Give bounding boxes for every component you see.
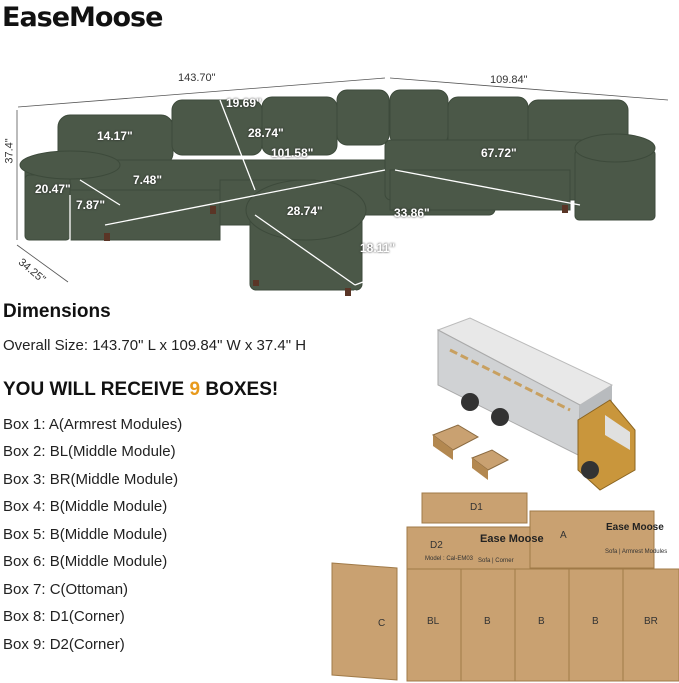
box-model: Model : Cal-EM03 — [425, 556, 474, 562]
overall-size: Overall Size: 143.70" L x 109.84" W x 37… — [3, 337, 307, 354]
dimension-overall-width: 109.84" — [490, 74, 528, 86]
list-item: Box 3: BR(Middle Module) — [3, 471, 179, 488]
list-item: Box 2: BL(Middle Module) — [3, 443, 176, 460]
box-label-b: B — [484, 616, 491, 627]
dimension-ottoman-length: 33.86" — [394, 206, 430, 220]
dimension-short-seat: 67.72" — [481, 146, 517, 160]
box-label-b: B — [538, 616, 545, 627]
list-item: Box 5: B(Middle Module) — [3, 526, 168, 543]
box-brand: Ease Moose — [606, 522, 664, 533]
list-item: Box 8: D1(Corner) — [3, 608, 125, 625]
dimension-long-seat: 101.58" — [271, 146, 314, 160]
list-item: Box 9: D2(Corner) — [3, 636, 125, 653]
box-label-b: B — [592, 616, 599, 627]
box-label-br: BR — [644, 616, 658, 627]
dimension-ottoman-height: 18.11" — [360, 241, 396, 255]
list-item: Box 1: A(Armrest Modules) — [3, 416, 183, 433]
box-sofa-armrest: Sofa | Armrest Modules — [605, 549, 668, 555]
dimension-arm-depth: 7.87" — [76, 198, 106, 212]
dimension-seat-width: 28.74" — [248, 126, 284, 140]
box-brand: Ease Moose — [480, 533, 544, 545]
box-sofa-corner: Sofa | Corner — [478, 558, 514, 564]
dimensions-heading: Dimensions — [3, 301, 111, 322]
list-item: Box 4: B(Middle Module) — [3, 498, 168, 515]
list-item: Box 6: B(Middle Module) — [3, 553, 168, 570]
sofa-illustration — [16, 77, 669, 300]
box-label-d1: D1 — [470, 502, 483, 513]
brand-logo: EaseMoose — [2, 2, 163, 33]
receive-heading: YOU WILL RECEIVE 9 BOXES! — [3, 379, 279, 400]
list-item: Box 7: C(Ottoman) — [3, 581, 129, 598]
box-label-d2: D2 — [430, 540, 443, 551]
dimension-overall-length: 143.70" — [178, 72, 216, 84]
box-label-c: C — [378, 618, 386, 629]
box-label-bl: BL — [427, 616, 440, 627]
dimension-cushion: 7.48" — [133, 173, 163, 187]
dimension-arm-width: 14.17" — [97, 129, 133, 143]
box-label-a: A — [560, 530, 567, 541]
dimension-seat-height: 20.47" — [35, 182, 71, 196]
dimension-ottoman-width: 28.74" — [287, 204, 323, 218]
dimension-back-height: 19.69" — [226, 96, 262, 110]
